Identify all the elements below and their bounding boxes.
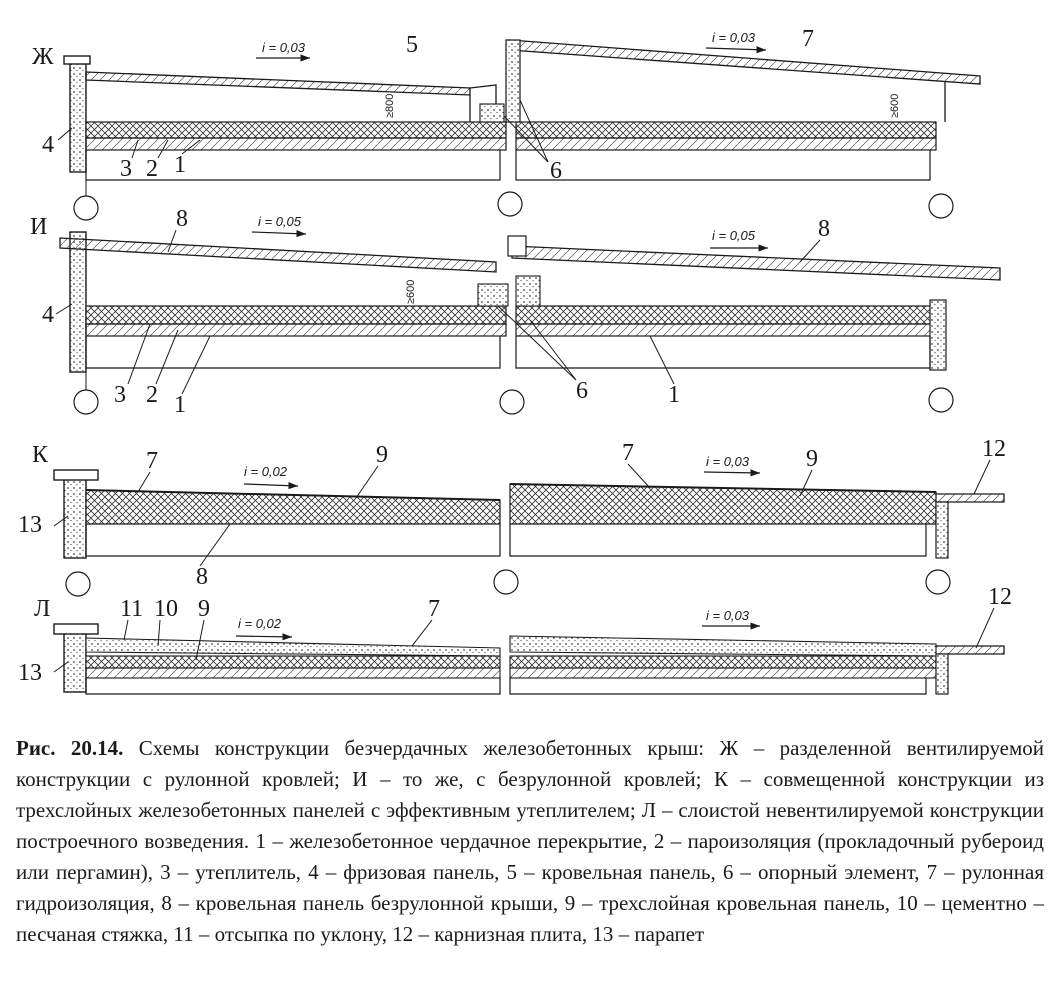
roof-panel-left [85,71,471,96]
insulation-layer [515,121,937,139]
callout: 11 [120,596,143,622]
callout: 1 [174,392,186,418]
screed [509,635,937,657]
support-element [479,103,505,123]
callout: 2 [146,382,158,408]
section-zh: Ж i = 0,03 i = 0,03 ≥800 ≥600 5 7 [32,26,981,221]
callout: 13 [18,512,42,538]
slope-label: i = 0,03 [706,608,750,623]
axis-marker [925,569,951,595]
callout: 1 [174,152,186,178]
axis-marker [65,571,91,597]
section-letter: Л [34,596,50,622]
slope-label: i = 0,05 [258,214,302,229]
insulation-layer [515,305,937,325]
section-letter: К [32,442,49,468]
support-element [477,283,509,307]
axis-marker [499,389,525,415]
callout: 9 [806,446,818,472]
callout: 6 [550,158,562,184]
callout: 8 [176,206,188,232]
slope-label: i = 0,02 [244,464,288,479]
screed [85,637,501,657]
callout: 4 [42,132,54,158]
axis-marker [73,195,99,221]
frieze-panel-left [69,61,87,173]
callout: 12 [982,436,1006,462]
dim-label: ≥600 [889,94,901,118]
section-i: И i = 0,05 i = 0,05 ≥600 8 8 4 3 2 1 6 1 [30,206,1001,418]
callout: 4 [42,302,54,328]
section-k: К i = 0,02 i = 0,03 7 9 7 9 12 13 8 [18,436,1006,597]
insulation-layer [85,305,507,325]
section-letter: И [30,214,47,240]
insulation-layer [85,655,501,669]
callout: 7 [622,440,634,466]
ceiling-slab [515,323,937,337]
callout: 7 [428,596,440,622]
callout: 7 [146,448,158,474]
callout: 5 [406,32,418,58]
slope-label: i = 0,05 [712,228,756,243]
axis-marker [928,193,954,219]
callout: 8 [818,216,830,242]
eaves-slab [936,493,1005,503]
ceiling-slab [509,667,937,679]
callout: 7 [802,26,814,52]
callout: 9 [198,596,210,622]
callout: 13 [18,660,42,686]
figure-number: Рис. 20.14. [16,736,124,760]
axis-marker [73,389,99,415]
ceiling-slab [85,667,501,679]
roof-construction-drawings: Ж i = 0,03 i = 0,03 ≥800 ≥600 5 7 [18,26,1012,695]
slope-label: i = 0,03 [262,40,306,55]
frieze-panel-left [69,231,87,373]
parapet-cap [53,469,99,481]
slope-label: i = 0,02 [238,616,282,631]
figure-caption: Рис. 20.14. Схемы конструкции безчердачн… [16,733,1044,950]
axis-marker [497,191,523,217]
callout: 10 [154,596,178,622]
callout: 3 [120,156,132,182]
support-element [515,275,541,307]
callout: 2 [146,156,158,182]
roof-panel-right [511,245,1001,281]
axis-marker [928,387,954,413]
section-letter: Ж [32,44,54,70]
axis-marker [493,569,519,595]
callout: 3 [114,382,126,408]
section-l: Л i = 0,02 i = 0,03 11 10 9 7 12 13 [18,584,1012,695]
callout: 9 [376,442,388,468]
callout: 8 [196,564,208,590]
caption-text: Схемы конструкции безчердачных железобет… [16,736,1045,946]
slope-label: i = 0,03 [706,454,750,469]
dim-label: ≥800 [384,94,396,118]
insulation-layer [509,655,937,669]
dim-label: ≥600 [405,280,417,304]
roof-panel-left [59,237,497,273]
ceiling-slab [515,137,937,151]
callout: 12 [988,584,1012,610]
eaves-slab [936,645,1005,655]
roof-panel-right [509,39,981,85]
ceiling-slab [85,323,507,337]
parapet [63,477,87,559]
slope-label: i = 0,03 [712,30,756,45]
ceiling-slab [85,137,507,151]
cap-left [63,55,91,65]
insulation-layer [85,121,507,139]
callout: 1 [668,382,680,408]
parapet-cap [53,623,99,635]
callout: 6 [576,378,588,404]
